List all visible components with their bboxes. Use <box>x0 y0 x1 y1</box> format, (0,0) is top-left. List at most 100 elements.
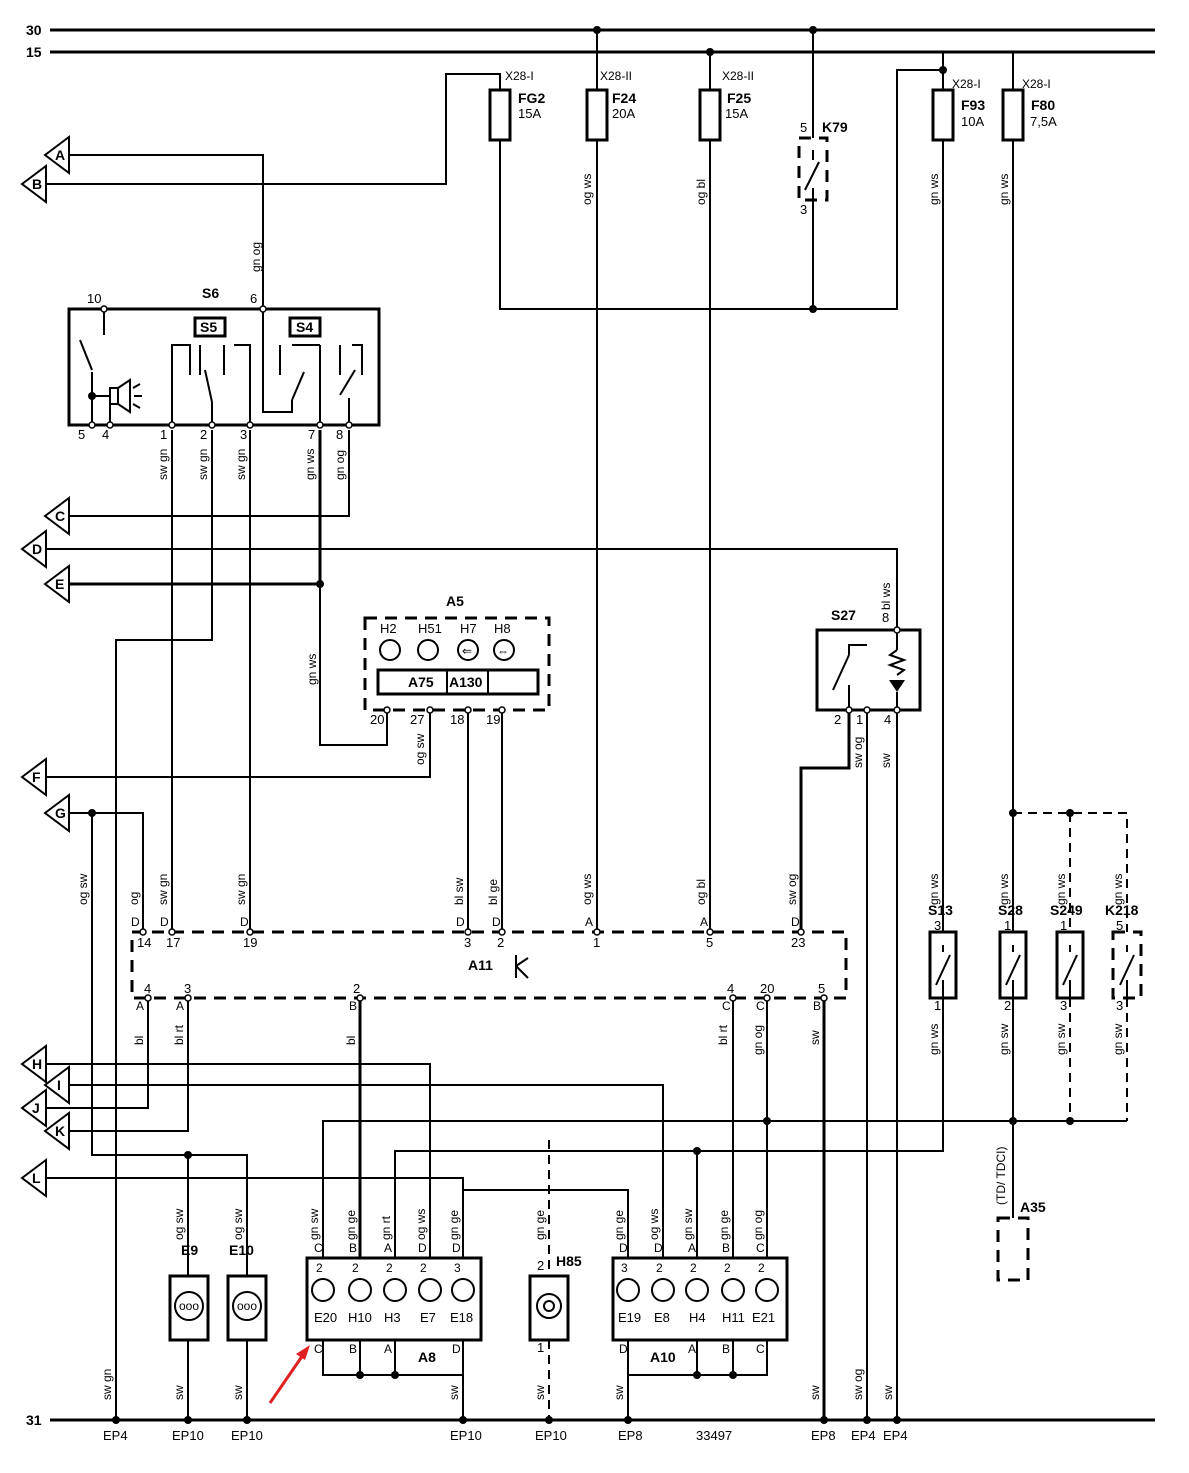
red-arrow-icon <box>268 1345 310 1404</box>
svg-text:og sw: og sw <box>231 1208 245 1240</box>
svg-text:15A: 15A <box>518 106 541 121</box>
svg-text:bl ws: bl ws <box>879 583 893 610</box>
svg-text:gn ws: gn ws <box>927 1024 941 1055</box>
svg-text:bl sw: bl sw <box>452 877 466 905</box>
svg-text:S13: S13 <box>928 902 953 918</box>
svg-text:4: 4 <box>144 981 151 996</box>
connector-k: K <box>43 1111 70 1151</box>
svg-text:6: 6 <box>250 291 257 306</box>
svg-text:X28-I: X28-I <box>1022 77 1051 91</box>
svg-text:EP10: EP10 <box>535 1428 567 1443</box>
svg-text:D: D <box>456 915 465 929</box>
svg-text:A5: A5 <box>446 593 464 609</box>
svg-text:sw: sw <box>447 1385 461 1400</box>
svg-text:18: 18 <box>450 712 464 727</box>
module-a5: A5 H2 H51 H7 H8 ⇐ ⇔ A75 A130 20 27 18 19 <box>363 593 551 727</box>
svg-text:gn ge: gn ge <box>344 1210 358 1240</box>
svg-text:D: D <box>160 915 169 929</box>
rail-30-label: 30 <box>26 22 42 38</box>
svg-text:D: D <box>240 915 249 929</box>
svg-text:H51: H51 <box>418 621 442 636</box>
svg-text:sw og: sw og <box>785 874 799 905</box>
svg-text:S249: S249 <box>1050 902 1083 918</box>
svg-text:H4: H4 <box>689 1310 706 1325</box>
svg-text:gn ge: gn ge <box>533 1210 547 1240</box>
svg-text:og sw: og sw <box>76 873 90 905</box>
svg-text:C: C <box>756 1342 765 1356</box>
svg-text:og ws: og ws <box>580 174 594 205</box>
svg-text:D: D <box>791 915 800 929</box>
svg-text:1: 1 <box>934 998 941 1013</box>
svg-text:27: 27 <box>410 712 424 727</box>
svg-text:G: G <box>55 805 66 821</box>
svg-text:og ws: og ws <box>414 1209 428 1240</box>
svg-text:E8: E8 <box>654 1310 670 1325</box>
svg-text:3: 3 <box>621 1261 628 1275</box>
svg-text:8: 8 <box>336 427 343 442</box>
svg-text:EP4: EP4 <box>883 1428 908 1443</box>
switch-s249: S249 1 3 <box>1050 902 1085 1013</box>
switch-s27: S27 8 2 1 4 <box>815 607 922 727</box>
svg-text:2: 2 <box>656 1261 663 1275</box>
svg-text:3: 3 <box>800 202 807 217</box>
svg-text:E10: E10 <box>229 1242 254 1258</box>
switch-s28: S28 1 2 <box>998 902 1028 1013</box>
svg-text:⇔: ⇔ <box>497 644 509 658</box>
svg-text:gn ws: gn ws <box>997 874 1011 905</box>
svg-text:bl rt: bl rt <box>716 1024 730 1045</box>
svg-text:D: D <box>619 1241 628 1255</box>
svg-text:EP10: EP10 <box>172 1428 204 1443</box>
svg-text:EP10: EP10 <box>450 1428 482 1443</box>
svg-text:sw gn: sw gn <box>156 449 170 480</box>
fuse-f25: X28-II F25 15A <box>698 69 754 142</box>
svg-text:X28-I: X28-I <box>505 69 534 83</box>
svg-text:D: D <box>131 915 140 929</box>
svg-text:EP10: EP10 <box>231 1428 263 1443</box>
svg-text:og ws: og ws <box>580 874 594 905</box>
svg-text:2: 2 <box>420 1261 427 1275</box>
svg-text:3: 3 <box>464 935 471 950</box>
svg-text:A: A <box>384 1241 392 1255</box>
svg-text:X28-II: X28-II <box>600 69 632 83</box>
svg-text:2: 2 <box>1004 998 1011 1013</box>
svg-text:1: 1 <box>1004 918 1011 933</box>
fuse-f93: X28-I F93 10A <box>931 77 985 142</box>
connector-arrows: A B C D E F G H <box>20 135 70 1198</box>
svg-text:sw: sw <box>808 1030 822 1045</box>
svg-text:gn ws: gn ws <box>927 174 941 205</box>
svg-text:1: 1 <box>1060 918 1067 933</box>
svg-text:gn og: gn og <box>751 1210 765 1240</box>
svg-text:2: 2 <box>352 1261 359 1275</box>
svg-text:2: 2 <box>353 981 360 996</box>
svg-text:og sw: og sw <box>172 1208 186 1240</box>
svg-text:S5: S5 <box>200 319 217 335</box>
module-a10: A10 E19 E8 H4 H11 E21 D D A B C 3 2 2 2 … <box>611 1241 789 1365</box>
svg-text:19: 19 <box>243 935 257 950</box>
svg-text:sw gn: sw gn <box>156 874 170 905</box>
svg-text:A10: A10 <box>650 1349 676 1365</box>
connector-d: D <box>20 529 47 569</box>
svg-text:sw gn: sw gn <box>196 449 210 480</box>
svg-text:2: 2 <box>200 427 207 442</box>
svg-text:3: 3 <box>454 1261 461 1275</box>
svg-text:gn ws: gn ws <box>305 654 319 685</box>
svg-text:1: 1 <box>593 935 600 950</box>
svg-text:bl rt: bl rt <box>172 1024 186 1045</box>
svg-text:C: C <box>55 508 65 524</box>
svg-text:gn sw: gn sw <box>681 1208 695 1240</box>
fuses: X28-I FG2 15A X28-II F24 20A X28-II F25 … <box>488 69 1057 142</box>
svg-text:sw: sw <box>612 1385 626 1400</box>
svg-text:gn rt: gn rt <box>379 1215 393 1240</box>
svg-text:sw: sw <box>881 1385 895 1400</box>
svg-text:A: A <box>55 147 65 163</box>
svg-text:C: C <box>314 1241 323 1255</box>
svg-text:B: B <box>722 1342 730 1356</box>
svg-text:3: 3 <box>1060 998 1067 1013</box>
svg-text:1: 1 <box>160 427 167 442</box>
svg-text:3: 3 <box>240 427 247 442</box>
svg-text:E9: E9 <box>181 1242 198 1258</box>
svg-text:gn ge: gn ge <box>717 1210 731 1240</box>
svg-text:J: J <box>32 1100 40 1116</box>
svg-text:B: B <box>722 1241 730 1255</box>
svg-text:20: 20 <box>760 981 774 996</box>
